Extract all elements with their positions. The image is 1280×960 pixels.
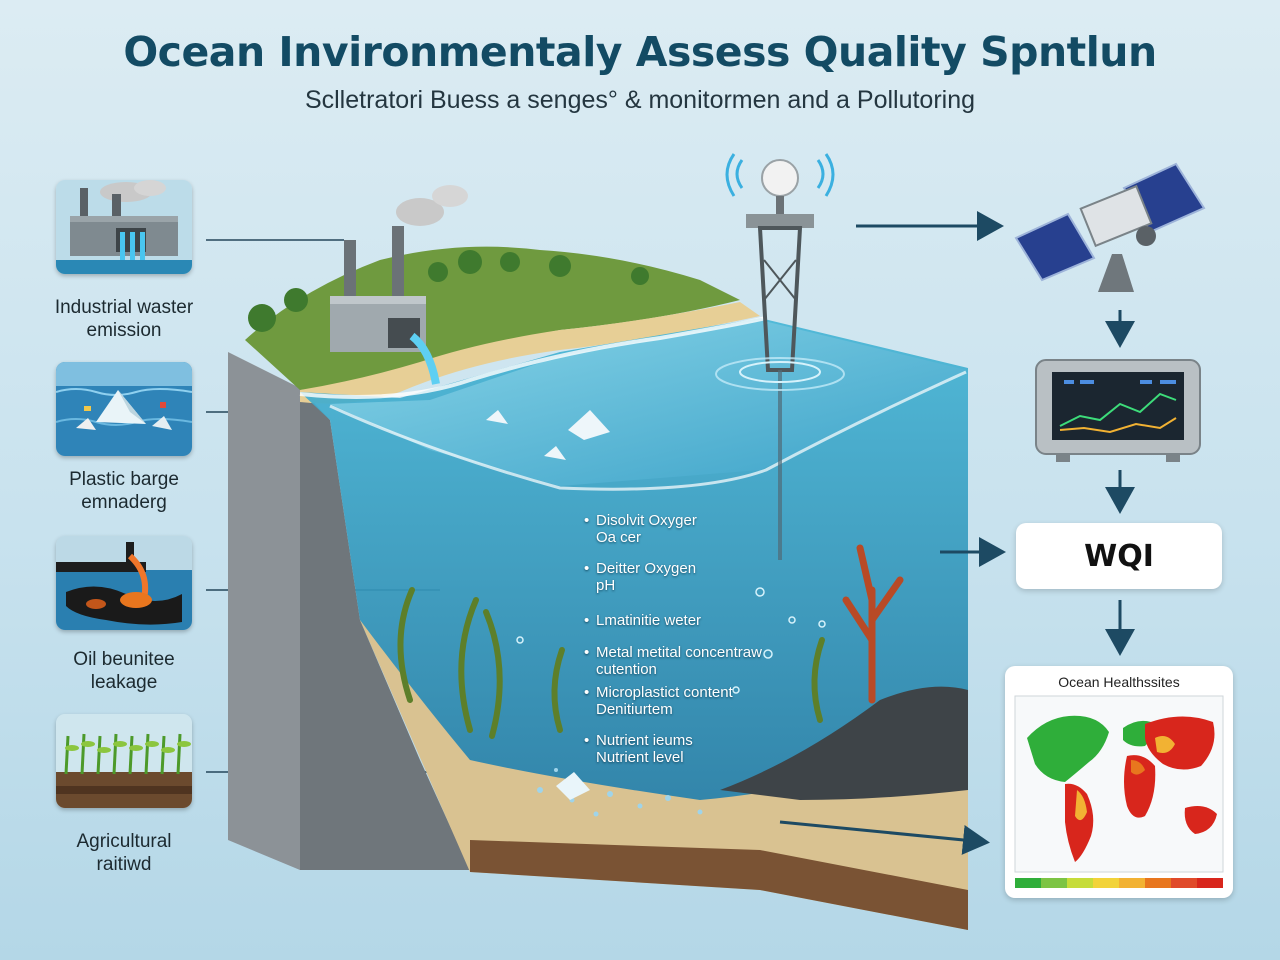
bubbles xyxy=(516,587,826,694)
parameter-microplastic-content: • Microplastict content Denitiurtem xyxy=(584,684,733,718)
parameter-nutrient-level: • Nutrient ieums Nutrient level xyxy=(584,732,693,766)
coastal-factory xyxy=(330,185,468,385)
trees xyxy=(248,250,649,332)
factory-icon xyxy=(56,180,192,274)
wqi-box: WQI xyxy=(1016,523,1222,589)
rock-wall xyxy=(228,352,300,870)
map-title: Ocean Healthssites xyxy=(1058,674,1180,690)
page-subtitle: Sclletratori Buess a senges° & monitorme… xyxy=(304,86,976,114)
water-surface xyxy=(330,320,966,486)
land xyxy=(245,246,740,390)
polluted-sediment xyxy=(720,686,968,800)
oil-spill-icon xyxy=(56,536,192,630)
parameter-dissolved-oxygen: • Disolvit Oxyger Oa cer xyxy=(584,512,697,546)
coral xyxy=(842,544,904,704)
ocean-health-map: Ocean Healthssites xyxy=(1005,666,1233,898)
source-label-plastic: Plastic barge emnaderg xyxy=(69,469,179,513)
source-label-agricultural: Agricultural raitiwd xyxy=(76,831,172,875)
buoy-sensor-icon xyxy=(715,153,845,560)
world-map-icon xyxy=(1014,695,1224,888)
plastic-debris-icon xyxy=(56,362,192,456)
source-label-industrial: Industrial waster emission xyxy=(54,297,194,341)
satellite-icon xyxy=(1014,162,1206,292)
parameter-turbidity: • Lmatinitie weter xyxy=(584,612,702,629)
monitor-display-icon xyxy=(1035,359,1201,462)
page-title: Ocean Invironmentaly Assess Quality Spnt… xyxy=(123,28,1157,76)
microplastics xyxy=(537,768,703,817)
crop-field-icon xyxy=(56,714,192,808)
seaweed xyxy=(397,587,825,739)
pipeline-arrows xyxy=(779,211,1135,855)
parameter-metal-concentration: • Metal metital concentraw cutention xyxy=(584,644,762,678)
plastic-debris xyxy=(486,410,610,460)
beach xyxy=(300,302,760,404)
source-label-oil: Oil beunitee leakage xyxy=(73,649,175,693)
parameter-ph: • Deitter Oxygen pH xyxy=(584,560,697,594)
